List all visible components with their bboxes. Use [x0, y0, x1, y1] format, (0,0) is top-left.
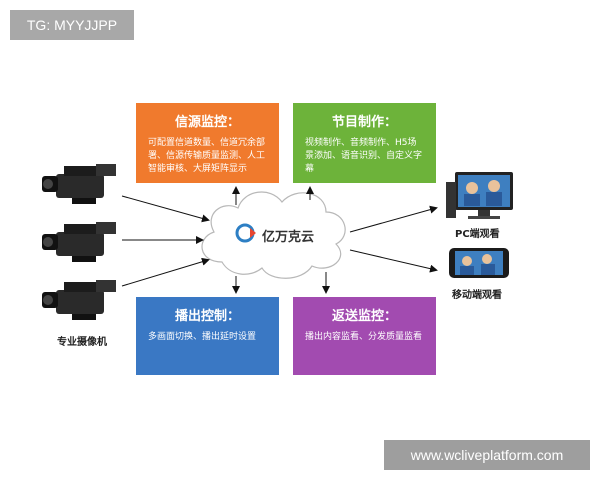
camera-icon-2 [42, 222, 116, 262]
broadcast-control-title: 播出控制： [136, 305, 279, 324]
program-production-box: 节目制作： 视频制作、音频制作、H5场景添加、语音识别、自定义字幕 [293, 103, 436, 183]
broadcast-control-desc: 多画面切换、播出延时设置 [148, 331, 267, 344]
program-production-title: 节目制作： [293, 111, 436, 130]
mobile-phone-icon [449, 248, 509, 278]
camera-icon-1 [42, 164, 116, 204]
mobile-output-label: 移动端观看 [452, 286, 502, 301]
source-monitor-title: 信源监控： [136, 111, 279, 130]
arrow-camera1-cloud [122, 196, 208, 220]
return-monitor-title: 返送监控： [293, 305, 436, 324]
broadcast-control-box: 播出控制： 多画面切换、播出延时设置 [136, 297, 279, 375]
arrow-cloud-pc [350, 208, 436, 232]
return-monitor-box: 返送监控： 播出内容监看、分发质量监看 [293, 297, 436, 375]
source-monitor-desc: 可配置信道数量、信道冗余部署、信源传输质量监测、人工智能审核、大屏矩阵显示 [148, 137, 267, 176]
cloud-label: 亿万克云 [262, 226, 314, 245]
return-monitor-desc: 播出内容监看、分发质量监看 [305, 331, 424, 344]
pc-monitor-icon [446, 172, 513, 219]
watermark-label-bottom: www.wcliveplatform.com [384, 440, 590, 470]
camera-label: 专业摄像机 [57, 333, 107, 348]
arrow-camera3-cloud [122, 260, 208, 286]
arrow-cloud-mobile [350, 250, 436, 270]
pc-output-label: PC端观看 [455, 225, 500, 240]
camera-icon-3 [42, 280, 116, 320]
program-production-desc: 视频制作、音频制作、H5场景添加、语音识别、自定义字幕 [305, 137, 424, 176]
source-monitor-box: 信源监控： 可配置信道数量、信道冗余部署、信源传输质量监测、人工智能审核、大屏矩… [136, 103, 279, 183]
